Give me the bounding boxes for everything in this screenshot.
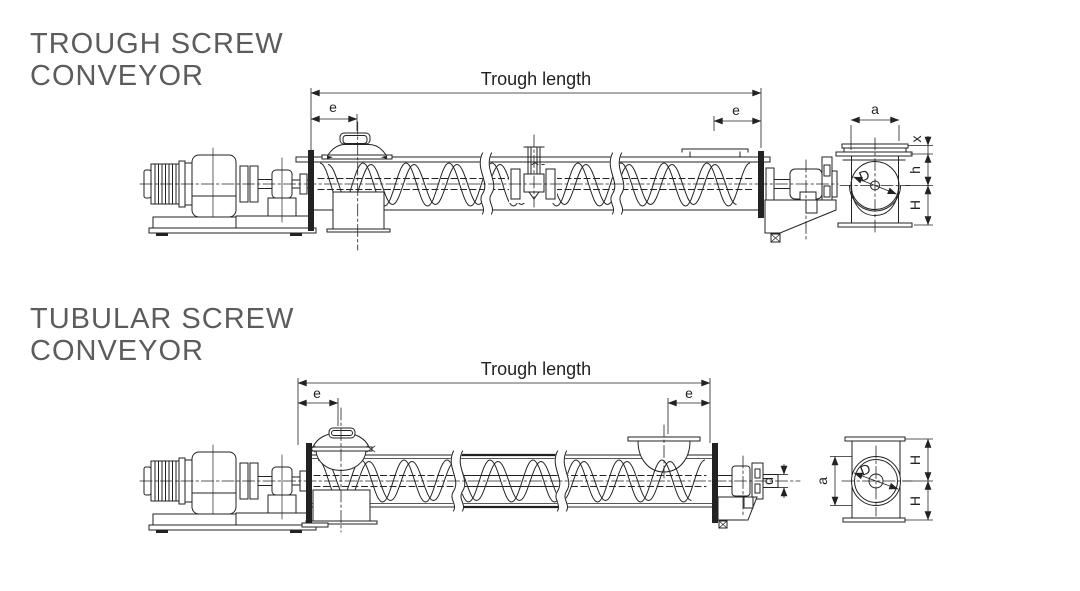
e-left-label: e: [329, 99, 337, 115]
discharge-chute: [326, 191, 391, 233]
tubular-title-line1: TUBULAR SCREW: [30, 303, 294, 335]
trough-length-label: Trough length: [481, 69, 591, 89]
end-plate-right: [758, 151, 764, 218]
inlet-hopper: [321, 132, 393, 160]
drive-unit: [143, 147, 317, 236]
e-left-label: e: [313, 385, 321, 401]
trough-title-line2: CONVEYOR: [30, 60, 204, 92]
end-plate-left: [308, 150, 314, 231]
trough-cross-section: D a x h H: [835, 101, 933, 233]
e-right-label: e: [685, 385, 693, 401]
break-lines: [450, 448, 570, 514]
trough-length-label: Trough length: [481, 359, 591, 379]
screw-diameter-label: D: [857, 166, 872, 185]
trough-title-line1: TROUGH SCREW: [30, 28, 284, 60]
hanger-bearing: [509, 146, 557, 203]
a-dimension-label: a: [814, 477, 830, 485]
trough-title: TROUGH SCREW CONVEYOR: [30, 28, 284, 92]
centerlines: [139, 407, 801, 533]
end-plate-left: [306, 443, 312, 523]
tubular-dimensions: Trough length e e: [297, 359, 711, 445]
cover-plate: [681, 148, 749, 158]
H-dimension-label: H: [907, 200, 923, 210]
end-bearing: d: [717, 462, 788, 529]
centerlines: [139, 121, 839, 251]
H-lower-dimension-label: H: [907, 496, 923, 506]
e-right-label: e: [732, 102, 740, 118]
support-box: [305, 489, 378, 525]
end-plate-right: [712, 443, 718, 523]
trough-conveyor-side-view: Trough length e e: [139, 69, 839, 251]
break-lines: [479, 150, 625, 217]
h-dimension-label: h: [907, 166, 923, 174]
tubular-conveyor-side-view: d Trough length e e: [139, 359, 801, 534]
x-dimension-label: x: [908, 136, 924, 143]
tubular-cross-section: D a H H: [814, 436, 933, 523]
tubular-title: TUBULAR SCREW CONVEYOR: [30, 303, 294, 367]
a-dimension-label: a: [871, 101, 879, 117]
end-bearing: [764, 156, 838, 243]
tubular-title-line2: CONVEYOR: [30, 335, 204, 367]
trough-dimensions: Trough length e e: [310, 69, 762, 150]
d-dimension-label: d: [760, 477, 776, 485]
H-upper-dimension-label: H: [907, 455, 923, 465]
